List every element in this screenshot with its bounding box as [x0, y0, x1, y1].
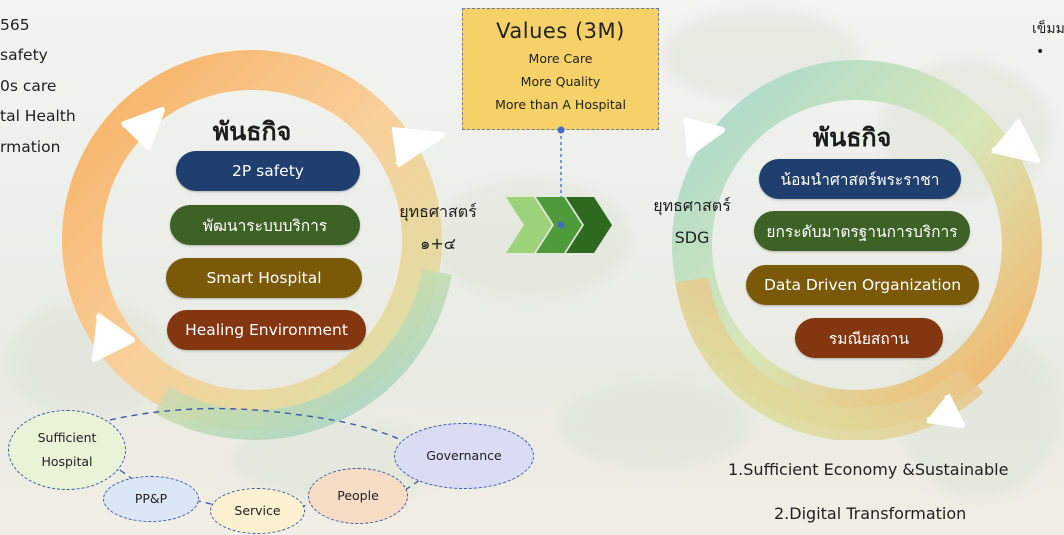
values-line-3: More than A Hospital [495, 97, 626, 112]
right-partial-bullet: • [1036, 44, 1045, 60]
strategy-left-line-2: ๑+๔ [420, 234, 456, 253]
chevron-arrow-icon-3 [566, 197, 612, 253]
left-mission-pill-2: พัฒนาระบบบริการ [170, 205, 360, 245]
strategy-right: ยุทธศาสตร์ SDG [640, 190, 744, 254]
right-mission-pill-4: รมณียสถาน [795, 318, 943, 358]
left-partial-line-5: rmation [0, 138, 61, 156]
values-line-1: More Care [528, 51, 593, 66]
left-cycle-ring [62, 50, 452, 440]
right-mission-title: พันธกิจ [812, 123, 892, 152]
left-partial-line-4: tal Health [0, 107, 76, 125]
left-partial-line-1: 565 [0, 16, 30, 34]
strategy-left: ยุทธศาสตร์ ๑+๔ [388, 196, 488, 260]
strategy-right-line-2: SDG [674, 228, 710, 247]
chevron-arrow-icon-1 [506, 197, 552, 253]
bubble-service: Service [210, 488, 305, 534]
left-mission-title: พันธกิจ [212, 117, 292, 146]
right-mission-pill-1: น้อมนำศาสตร์พระราชา [759, 159, 961, 199]
left-mission-pill-4: Healing Environment [167, 310, 366, 350]
bubble-sufficient-hospital: Sufficient Hospital [8, 410, 126, 490]
values-title: Values (3M) [496, 19, 625, 43]
values-line-2: More Quality [520, 74, 601, 89]
left-partial-line-2: safety [0, 46, 48, 64]
connector-dot-top [557, 126, 565, 134]
bottom-point-1: 1.Sufficient Economy &Sustainable [728, 460, 1009, 479]
bubble-ppp: PP&P [103, 476, 199, 522]
connector-and-arrows [506, 126, 612, 253]
left-mission-pill-3: Smart Hospital [166, 258, 362, 298]
strategy-right-line-1: ยุทธศาสตร์ [653, 196, 731, 215]
right-cycle-ring [672, 60, 1042, 440]
right-mission-pill-2: ยกระดับมาตรฐานการบริการ [754, 211, 970, 251]
left-partial-line-3: 0s care [0, 77, 57, 95]
bubble-sufficient-hospital-line-2: Hospital [41, 454, 93, 469]
bubble-governance: Governance [394, 423, 534, 489]
right-mission-pill-3: Data Driven Organization [746, 265, 979, 305]
bottom-point-2: 2.Digital Transformation [774, 504, 967, 523]
values-box: Values (3M) More Care More Quality More … [462, 8, 659, 130]
left-mission-pill-1: 2P safety [176, 151, 360, 191]
strategy-left-line-1: ยุทธศาสตร์ [399, 202, 477, 221]
bubble-sufficient-hospital-line-1: Sufficient [37, 430, 97, 445]
right-partial-line-1: เข็มม [1032, 21, 1064, 37]
connector-dot-bottom [557, 221, 565, 229]
bubble-people: People [308, 468, 408, 524]
